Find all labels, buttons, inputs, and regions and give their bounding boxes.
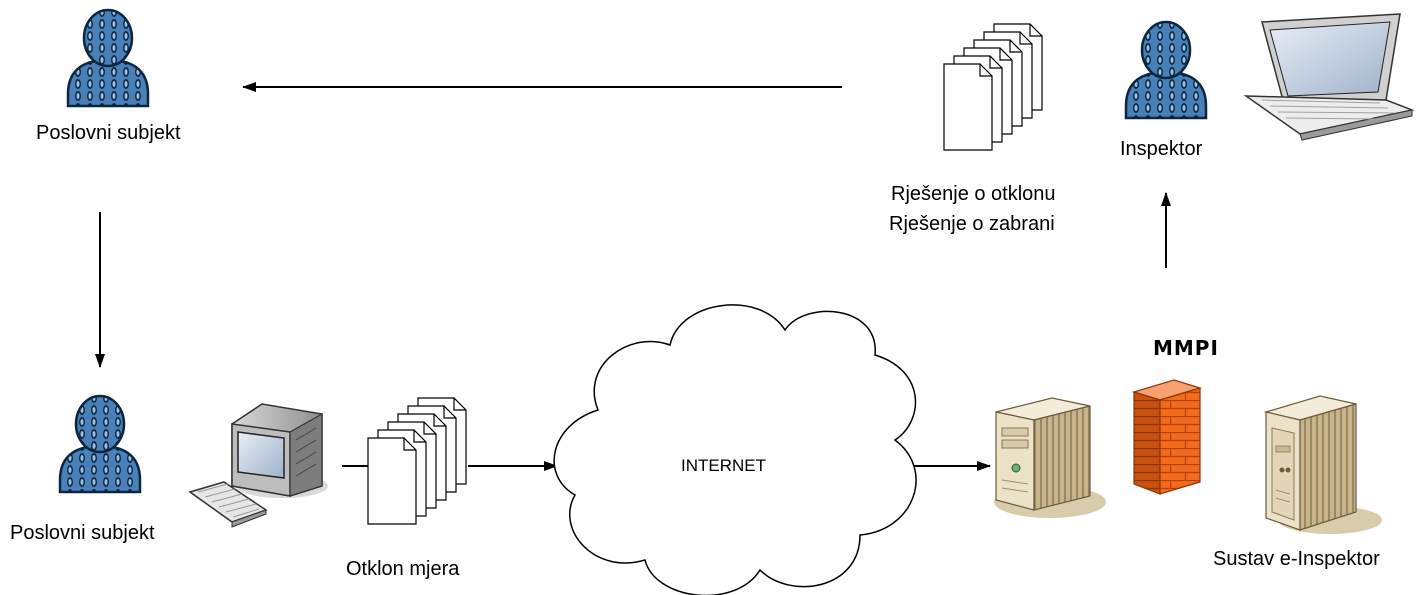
internet-label: INTERNET — [681, 456, 766, 475]
person-icon — [58, 394, 142, 494]
documents-icon — [943, 23, 1043, 151]
decision-label-line2: Rješenje o zabrani — [889, 213, 1055, 235]
ministry-label: MMPI — [1153, 336, 1219, 360]
person-icon — [66, 8, 150, 108]
firewall-icon — [1131, 379, 1203, 495]
business-subject-label-top: Poslovni subjekt — [36, 122, 181, 144]
system-label: Sustav e-Inspektor — [1213, 548, 1380, 570]
remedy-label: Otklon mjera — [346, 558, 460, 580]
business-subject-label-bottom: Poslovni subjekt — [10, 522, 155, 544]
person-icon — [1124, 20, 1208, 120]
computer-icon — [231, 403, 328, 498]
documents-icon — [367, 397, 467, 525]
inspector-label: Inspektor — [1120, 138, 1203, 160]
server-icon — [994, 397, 1106, 518]
laptop-icon — [1243, 13, 1415, 141]
cloud-icon — [553, 304, 917, 595]
decision-label-line1: Rješenje o otklonu — [891, 183, 1056, 205]
server-icon — [1263, 395, 1382, 534]
keyboard-icon — [188, 481, 268, 528]
